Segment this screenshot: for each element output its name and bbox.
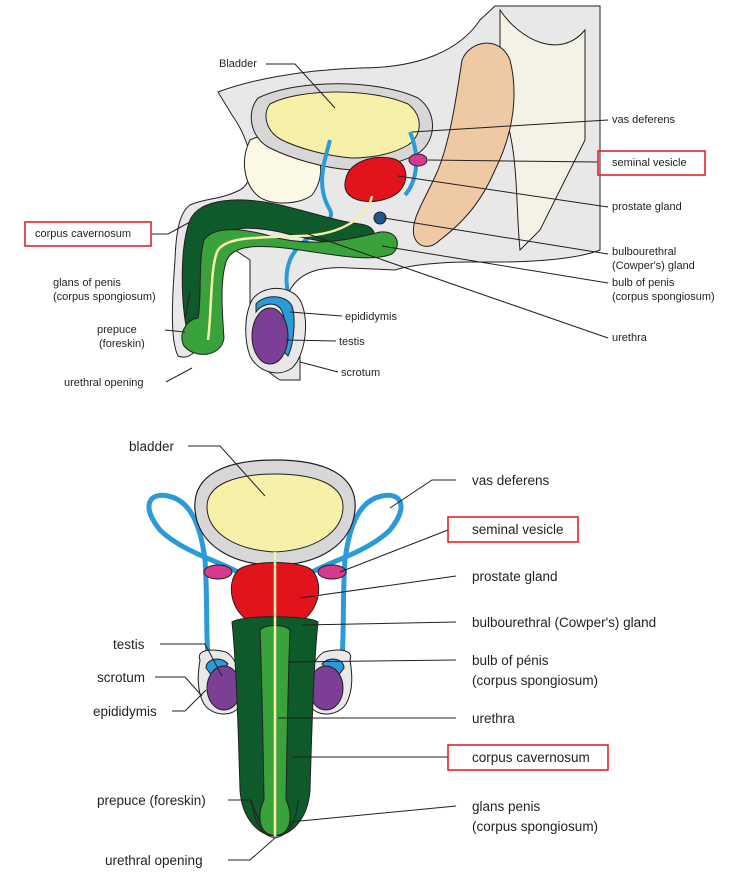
front-label-bulb-1: bulb of pénis <box>472 653 549 668</box>
front-label-urethra: urethra <box>472 711 515 726</box>
side-view-labels: Bladder vas deferens seminal vesicle pro… <box>24 58 715 389</box>
side-label-urethra: urethra <box>612 332 648 344</box>
side-highlight-seminal-vesicle <box>597 150 706 176</box>
front-label-prostate-gland: prostate gland <box>472 569 558 584</box>
side-label-bulbourethral-2: (Cowper's) gland <box>612 260 695 272</box>
side-testis <box>251 307 289 365</box>
side-label-seminal-vesicle: seminal vesicle <box>612 157 687 169</box>
front-highlight-seminal-vesicle <box>447 516 579 543</box>
side-label-bulbourethral-1: bulbourethral <box>612 246 676 258</box>
front-bladder <box>206 473 344 553</box>
front-vas-deferens-right <box>310 492 404 671</box>
front-label-testis: testis <box>113 637 145 652</box>
side-label-prepuce-2: (foreskin) <box>99 338 145 350</box>
spine-shape <box>499 8 586 252</box>
side-label-urethral-opening: urethral opening <box>64 377 144 389</box>
front-label-prepuce: prepuce (foreskin) <box>97 793 206 808</box>
side-label-prostate-gland: prostate gland <box>612 201 682 213</box>
front-label-glans-2: (corpus spongiosum) <box>472 819 598 834</box>
front-leader-lines <box>155 445 457 861</box>
side-leader-lines <box>152 63 609 383</box>
front-label-seminal-vesicle: seminal vesicle <box>472 522 564 537</box>
side-seminal-vesicle <box>408 153 428 167</box>
side-label-epididymis: epididymis <box>345 311 397 323</box>
side-view-illustration <box>171 5 601 381</box>
side-prostate <box>344 156 407 202</box>
front-vas-deferens-left <box>146 492 240 671</box>
side-label-vas-deferens: vas deferens <box>612 114 675 126</box>
front-view-illustration <box>146 459 404 839</box>
side-label-testis: testis <box>339 336 365 348</box>
front-label-bladder: bladder <box>129 439 175 454</box>
side-label-scrotum: scrotum <box>341 367 380 379</box>
front-label-urethral-opening: urethral opening <box>105 853 203 868</box>
front-seminal-vesicle-right <box>317 564 347 580</box>
side-bladder <box>265 91 420 159</box>
front-label-vas-deferens: vas deferens <box>472 473 550 488</box>
front-label-bulbourethral: bulbourethral (Cowper's) gland <box>472 615 656 630</box>
side-highlight-corpus-cavernosum <box>24 221 152 247</box>
side-corpus-spongiosum <box>181 229 398 355</box>
front-view-labels: bladder vas deferens seminal vesicle pro… <box>93 439 656 868</box>
front-label-scrotum: scrotum <box>97 670 145 685</box>
front-label-glans-1: glans penis <box>472 799 541 814</box>
front-label-bulb-2: (corpus spongiosum) <box>472 673 598 688</box>
side-label-corpus-cavernosum: corpus cavernosum <box>35 228 131 240</box>
front-label-corpus-cavernosum: corpus cavernosum <box>472 750 590 765</box>
front-seminal-vesicle-left <box>203 564 233 580</box>
side-label-bulb-1: bulb of penis <box>612 277 675 289</box>
side-label-bulb-2: (corpus spongiosum) <box>612 291 715 303</box>
side-label-glans-2: (corpus spongiosum) <box>53 291 156 303</box>
front-highlight-corpus-cavernosum <box>447 744 609 771</box>
side-label-prepuce-1: prepuce <box>97 324 137 336</box>
front-label-epididymis: epididymis <box>93 704 157 719</box>
side-urethra <box>206 195 374 341</box>
side-label-bladder: Bladder <box>219 58 257 70</box>
rectum <box>412 42 515 247</box>
side-label-glans-1: glans of penis <box>53 277 121 289</box>
